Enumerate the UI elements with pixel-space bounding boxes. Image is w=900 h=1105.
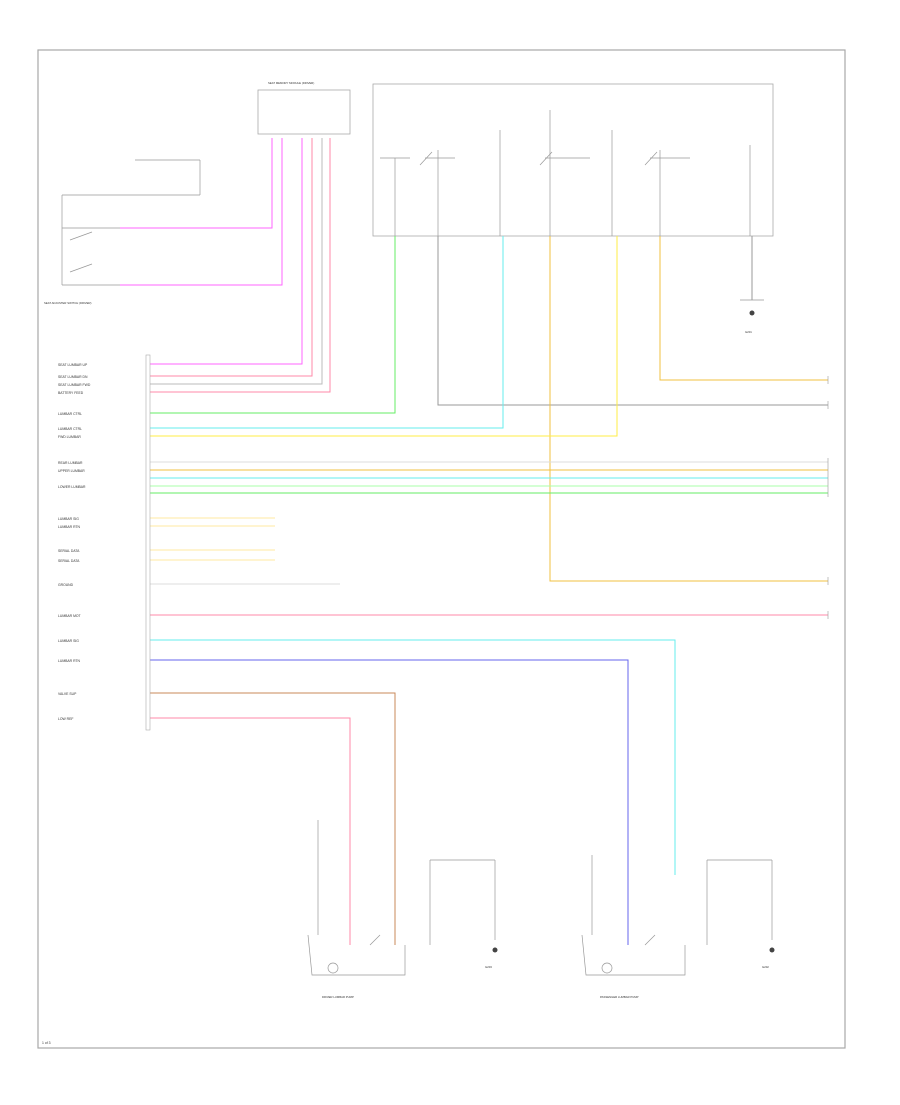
pin-label: LUMBAR CTRL [58, 412, 82, 416]
pin-label: LUMBAR MOT [58, 614, 81, 618]
pin-label: LUMBAR RTN [58, 525, 81, 529]
pin-label: SERIAL DATA [58, 559, 80, 563]
pin-label: LUMBAR SIG [58, 517, 79, 521]
ground-g201: G201 [740, 299, 764, 334]
switch-wires [120, 138, 283, 286]
pin-label: SEAT LUMBAR DN [58, 375, 88, 379]
pump-wires [150, 639, 676, 945]
pin-label: LOWER LUMBAR [58, 485, 86, 489]
driver-lumbar-pump [307, 820, 496, 976]
pin-label: UPPER LUMBAR [58, 469, 85, 473]
pin-label: GROUND [58, 583, 74, 587]
seat-switch-label: SEAT ADJUSTER SWITCH (DRIVER) [44, 301, 92, 305]
ground-g202-symbol [769, 947, 775, 953]
pin-label: LUMBAR CTRL [58, 427, 82, 431]
pin-label: LOW REF [58, 717, 73, 721]
ground-g203-symbol [492, 947, 498, 953]
pin-label: SEAT LUMBAR FWD [58, 383, 91, 387]
ground-g203-label: G203 [485, 965, 492, 969]
module-wires [150, 138, 331, 393]
pin-label: SEAT LUMBAR UP [58, 363, 88, 367]
relay-contacts [380, 110, 751, 236]
seat-memory-module-box [257, 89, 351, 135]
pin-label: SERIAL DATA [58, 549, 80, 553]
relay-wires [150, 236, 828, 582]
ground-g201-label: G201 [745, 330, 752, 334]
driver-lumbar-pump-label: DRIVER LUMBAR PUMP [322, 995, 354, 999]
pin-label: REAR LUMBAR [58, 461, 83, 465]
seat-switch-assembly [61, 159, 201, 286]
pin-label: LUMBAR SIG [58, 639, 79, 643]
left-pin-labels: SEAT LUMBAR UP SEAT LUMBAR DN SEAT LUMBA… [58, 363, 91, 721]
passenger-lumbar-pump [581, 855, 773, 976]
passenger-lumbar-pump-label: PASSENGER LUMBAR PUMP [600, 995, 639, 999]
pin-label: BATTERY FEED [58, 391, 84, 395]
pin-label: VALVE SUP [58, 692, 77, 696]
lumbar-relay-box [372, 83, 774, 237]
diagram-frame [37, 49, 846, 1049]
bus-wires [150, 461, 828, 616]
seat-memory-module-label: SEAT MEMORY MODULE (DRIVER) [268, 81, 314, 85]
left-connector [145, 354, 151, 731]
ground-g202-label: G202 [762, 965, 769, 969]
figure-number: 1 of 3 [42, 1041, 51, 1045]
pin-label: LUMBAR RTN [58, 659, 81, 663]
pin-label: FWD LUMBAR [58, 435, 81, 439]
